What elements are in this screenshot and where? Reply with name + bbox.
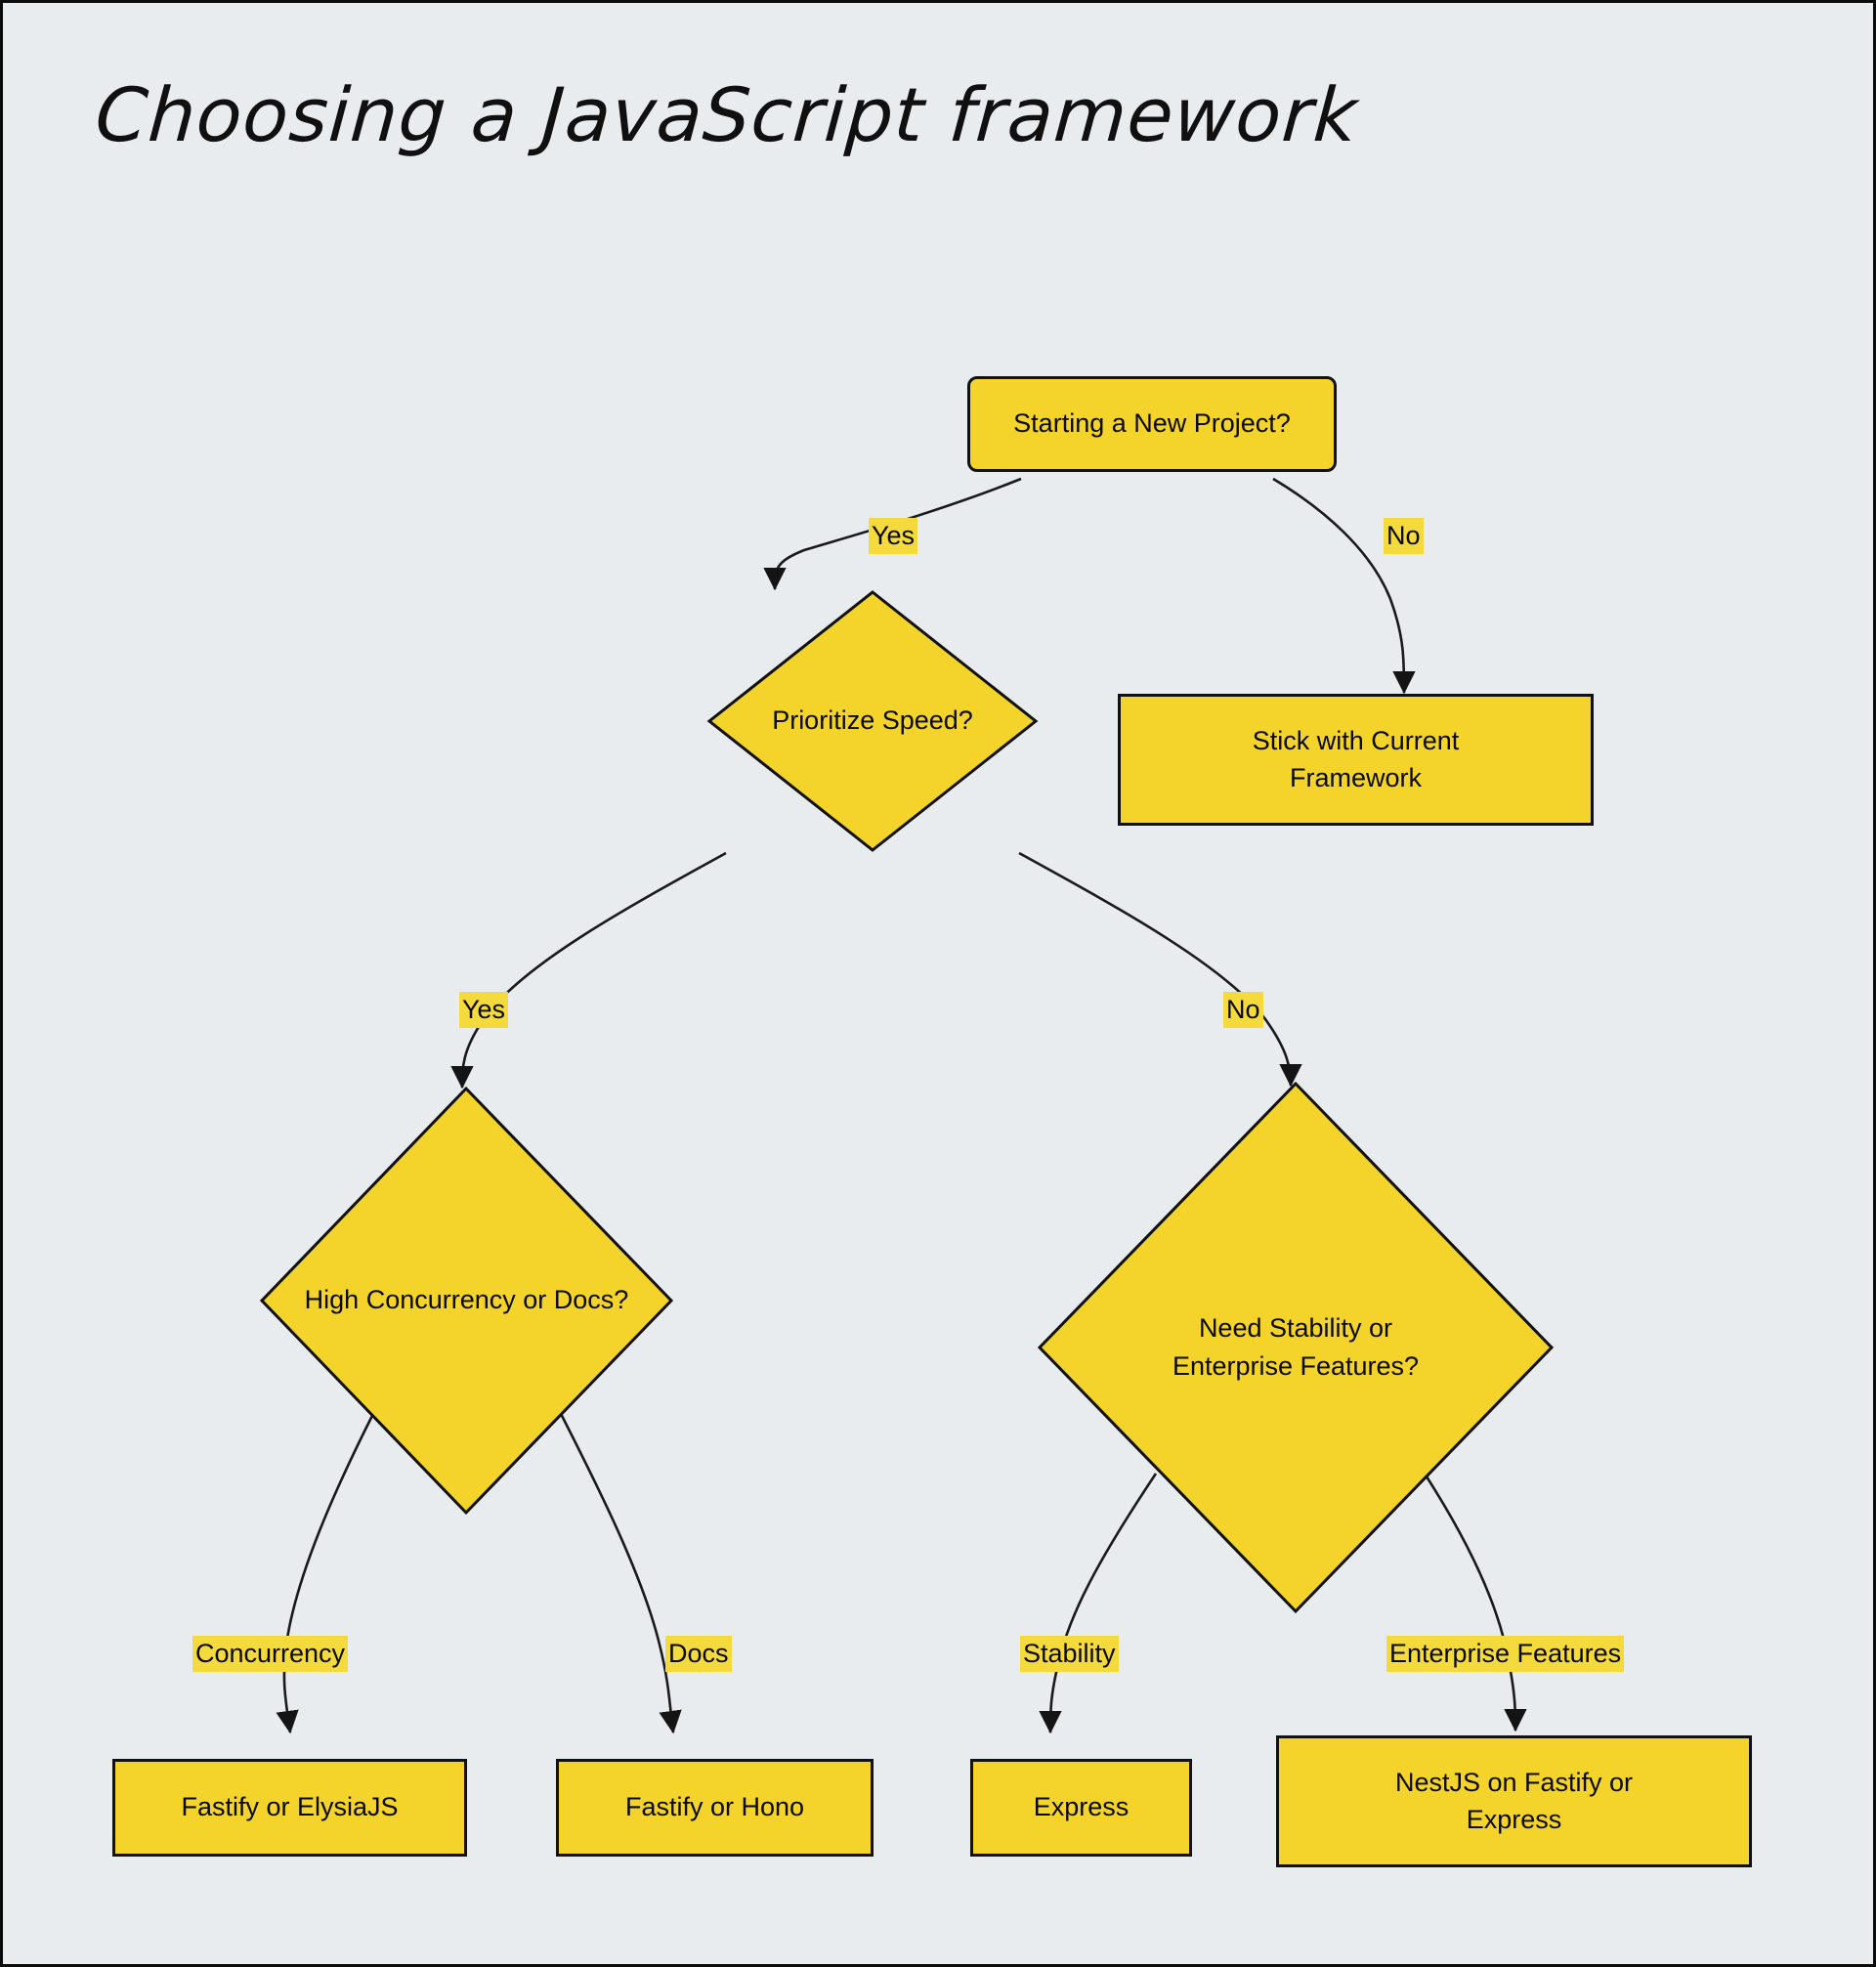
edge-label-enterprise-features: Enterprise Features: [1386, 1636, 1625, 1673]
diamond-shape: [259, 1086, 674, 1516]
node-express-label: Express: [1033, 1792, 1130, 1822]
diamond-shape: [706, 590, 1039, 852]
edge-layer: [276, 477, 1527, 1734]
edge-label-speed-yes: Yes: [459, 992, 509, 1029]
node-need-stability-or-enterprise-features[interactable]: Need Stability or Enterprise Features?: [1037, 1081, 1555, 1614]
node-fastify-or-elysiajs[interactable]: Fastify or ElysiaJS: [112, 1759, 467, 1857]
node-start-label: Starting a New Project?: [1013, 408, 1291, 439]
node-fastify-or-elysiajs-label: Fastify or ElysiaJS: [181, 1792, 399, 1822]
node-express[interactable]: Express: [970, 1759, 1192, 1857]
edge-label-speed-no: No: [1223, 992, 1263, 1029]
edge-label-start-no: No: [1384, 518, 1424, 555]
node-high-concurrency-or-docs[interactable]: High Concurrency or Docs?: [259, 1086, 674, 1516]
node-nestjs-label: NestJS on Fastify or Express: [1394, 1768, 1634, 1834]
diamond-shape: [1037, 1081, 1555, 1614]
node-start[interactable]: Starting a New Project?: [967, 376, 1337, 472]
edge-label-stability: Stability: [1020, 1636, 1119, 1673]
edge-label-docs: Docs: [665, 1636, 732, 1673]
node-stick-label: Stick with Current Framework: [1252, 726, 1460, 792]
page-title: Choosing a JavaScript framework: [92, 71, 1361, 158]
edge-label-concurrency: Concurrency: [192, 1636, 349, 1673]
edge-speed-yes: [450, 851, 727, 1090]
edge-label-start-yes: Yes: [869, 518, 918, 555]
node-prioritize-speed[interactable]: Prioritize Speed?: [706, 589, 1039, 853]
edge-speed-no: [1018, 851, 1302, 1088]
node-fastify-or-hono[interactable]: Fastify or Hono: [556, 1759, 874, 1857]
node-fastify-or-hono-label: Fastify or Hono: [624, 1792, 805, 1822]
node-nestjs-on-fastify-or-express[interactable]: NestJS on Fastify or Express: [1276, 1735, 1752, 1867]
node-stick-with-current-framework[interactable]: Stick with Current Framework: [1118, 694, 1594, 826]
edge-start-no: [1272, 477, 1416, 695]
